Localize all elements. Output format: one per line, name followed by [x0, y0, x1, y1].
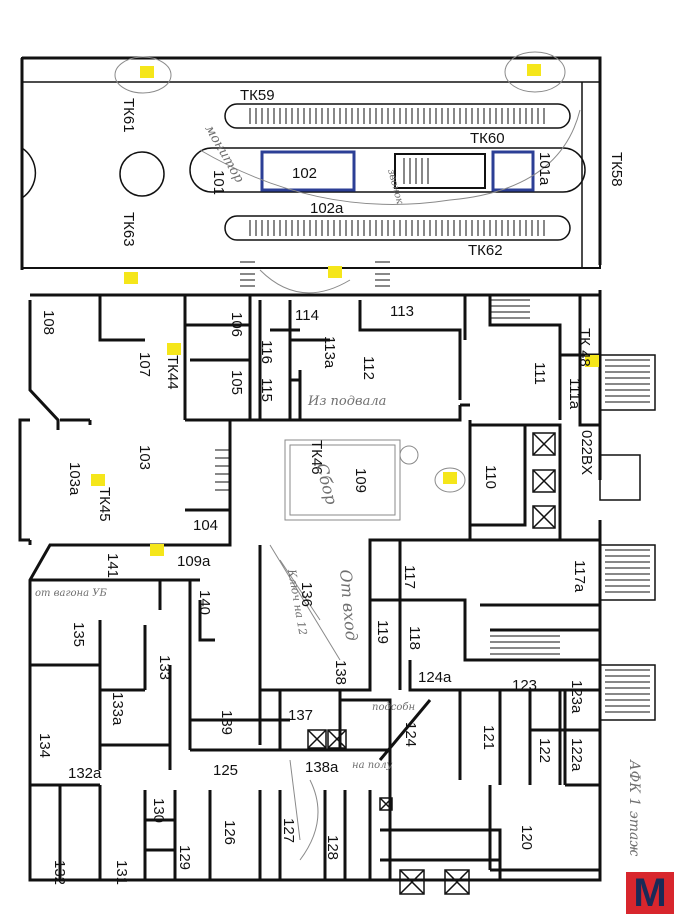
room-103a: 103a [66, 462, 83, 496]
note-sbor: Сбор [312, 461, 341, 506]
room-103: 103 [136, 445, 153, 470]
tk45-label: ТК45 [96, 487, 113, 522]
note-zvonok: звонок [385, 168, 405, 206]
room-120: 120 [518, 825, 535, 850]
room-117a: 117a [571, 560, 588, 593]
room-133: 133 [156, 655, 173, 680]
tk63-label: ТК63 [120, 212, 137, 247]
room-134: 134 [36, 733, 53, 758]
room-111a: 111a [566, 378, 583, 410]
room-132a: 132a [68, 765, 102, 782]
room-113: 113 [390, 303, 414, 320]
marker-icon [328, 266, 342, 278]
room-115: 115 [258, 378, 275, 402]
room-129: 129 [176, 845, 193, 870]
tk44-label: ТК44 [164, 355, 181, 390]
room-109a: 109a [177, 553, 211, 570]
room-112: 112 [360, 356, 377, 380]
center-strip [189, 147, 586, 193]
room-124a: 124a [418, 669, 452, 686]
marker-icon [443, 472, 457, 484]
room-119: 119 [374, 620, 391, 644]
room-108: 108 [40, 310, 57, 335]
room-122: 122 [536, 738, 553, 763]
room-104: 104 [193, 517, 218, 534]
tk62-label: ТК62 [468, 242, 503, 259]
note-na-polu: на полу [352, 760, 393, 771]
marker-icon [585, 355, 599, 367]
marker-icon [140, 66, 154, 78]
room-132: 132 [51, 860, 68, 885]
room-127: 127 [280, 818, 297, 843]
room-123a: 123a [568, 680, 585, 714]
room-110: 110 [482, 465, 499, 489]
room-124: 124 [402, 722, 419, 747]
room-109: 109 [352, 468, 369, 493]
room-101: 101 [210, 170, 227, 195]
note-perehod: от вагона УБ [35, 588, 107, 599]
note-podsobka: подсобн [372, 702, 415, 713]
room-101a: 101a [536, 152, 553, 186]
marker-icon [91, 474, 105, 486]
room-102a: 102a [310, 200, 344, 217]
metro-logo: M [626, 872, 674, 914]
room-126: 126 [221, 820, 238, 845]
marker-icon [124, 272, 138, 284]
tk59-strip [224, 103, 571, 129]
marker-icon [167, 343, 181, 355]
marker-icon [150, 544, 164, 556]
room-140: 140 [196, 590, 213, 615]
room-135: 135 [70, 622, 87, 647]
room-137: 137 [288, 707, 313, 724]
marker-icon [527, 64, 541, 76]
room-114: 114 [295, 307, 319, 324]
tk62-strip [224, 215, 571, 241]
tk46-label: ТК46 [308, 440, 325, 475]
room-128: 128 [324, 835, 341, 860]
note-ot-vhod: От вход [336, 569, 361, 642]
room-123: 123 [512, 677, 537, 694]
room-133a: 133a [109, 692, 126, 726]
room-131: 131 [113, 860, 130, 885]
room-136: 136 [298, 582, 315, 607]
room-125: 125 [213, 762, 238, 779]
room-141: 141 [104, 553, 121, 578]
note-istochnik: Из подвала [307, 394, 386, 409]
room-118: 118 [406, 626, 423, 650]
tk61-label: ТК61 [120, 98, 137, 133]
room-105: 105 [228, 370, 245, 395]
room-113a: 113a [321, 336, 338, 369]
tk59-label: ТК59 [240, 87, 275, 104]
room-138: 138 [332, 660, 349, 685]
room-130: 130 [150, 798, 167, 823]
room-122a: 122a [568, 738, 585, 772]
tk60-label: ТК60 [470, 130, 505, 147]
room-106: 106 [228, 312, 245, 337]
room-102: 102 [292, 165, 317, 182]
tk58-label: ТК58 [608, 152, 625, 187]
room-121: 121 [480, 725, 497, 750]
tk61-circle [119, 151, 165, 197]
note-afk: АФК 1 этаж [626, 759, 642, 856]
room-022bx: 022BX [578, 430, 595, 475]
room-107: 107 [136, 352, 153, 377]
room-111: 111 [531, 362, 548, 385]
room-117: 117 [401, 565, 418, 589]
room-138a: 138a [305, 759, 339, 776]
room-139: 139 [218, 710, 235, 735]
logo-letter: M [633, 871, 667, 915]
top-hall [21, 57, 601, 269]
marker-icons [91, 64, 599, 556]
room-116: 116 [258, 340, 275, 364]
tk48-label: ТК 48 [576, 328, 593, 367]
